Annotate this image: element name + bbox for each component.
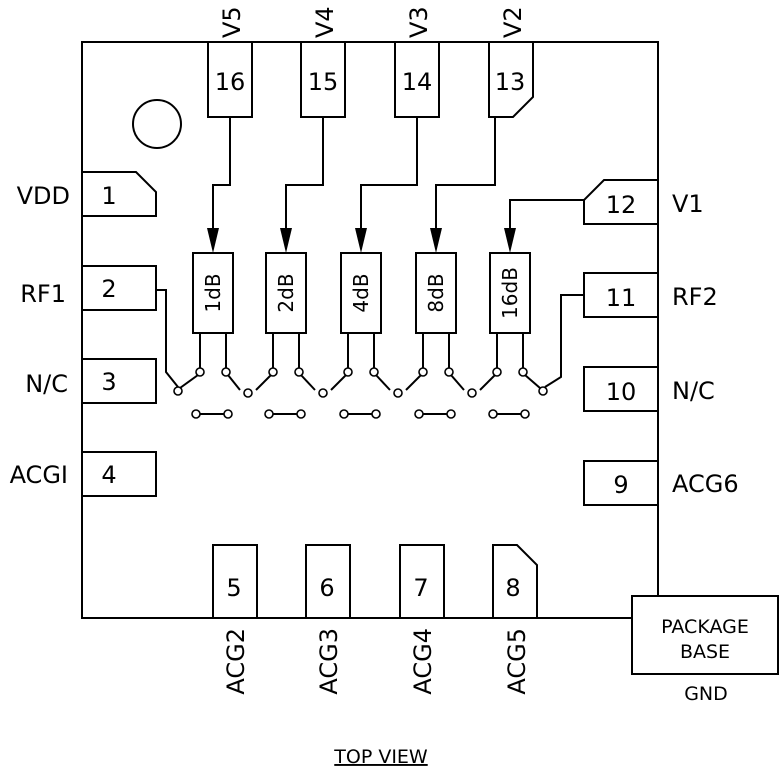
pin-label: V5	[218, 6, 246, 38]
pin-number: 10	[606, 378, 637, 406]
pin-14: 14 V3	[394, 6, 440, 118]
pin-number: 16	[215, 68, 246, 96]
pin-number: 15	[308, 68, 339, 96]
pin-label: ACGI	[10, 461, 68, 489]
attenuator-label: 16dB	[498, 267, 522, 319]
pin-number: 13	[495, 68, 526, 96]
attenuator-2db: 2dB	[265, 252, 307, 334]
pin-6: 6 ACG3	[305, 544, 351, 695]
pin-label: RF2	[672, 283, 718, 311]
pin1-index-mark	[132, 99, 182, 149]
attenuator-1db: 1dB	[192, 252, 234, 334]
pin-1: 1 VDD	[17, 171, 157, 217]
pin-number: 4	[101, 461, 116, 489]
view-title: TOP VIEW	[333, 746, 428, 768]
switch-network	[156, 289, 584, 419]
pin-5: 5 ACG2	[212, 544, 258, 695]
pin-number: 8	[505, 574, 520, 602]
attenuator-label: 8dB	[424, 273, 448, 312]
attenuator-16db: 16dB	[489, 252, 531, 334]
pin-label: V3	[405, 6, 433, 38]
pin-label: V4	[311, 6, 339, 38]
pin-13: 13 V2	[488, 6, 534, 118]
pin-label: N/C	[672, 377, 715, 405]
pin-11: 11 RF2	[583, 272, 718, 318]
pin-label: RF1	[20, 280, 66, 308]
package-body	[81, 41, 659, 619]
pin-number: 11	[606, 284, 637, 312]
pin-label: ACG6	[672, 470, 739, 498]
package-base-line2: BASE	[680, 641, 730, 663]
pin-label: ACG4	[409, 628, 437, 695]
arrow-8db	[430, 228, 442, 253]
pin-label: V1	[672, 190, 704, 218]
pin-number: 1	[101, 182, 116, 210]
pin-label: ACG2	[222, 628, 250, 695]
pin-9: 9 ACG6	[583, 460, 739, 506]
control-lines	[207, 117, 584, 253]
arrow-4db	[355, 228, 367, 253]
pin-number: 6	[319, 574, 334, 602]
pin-2: 2 RF1	[20, 265, 157, 311]
package-base-line1: PACKAGE	[661, 616, 749, 638]
pin-4: 4 ACGI	[10, 451, 157, 497]
pin-number: 5	[226, 574, 241, 602]
pin-number: 2	[101, 275, 116, 303]
pin-number: 7	[413, 574, 428, 602]
gnd-label: GND	[684, 683, 728, 705]
attenuator-label: 4dB	[349, 273, 373, 312]
pin-7: 7 ACG4	[399, 544, 445, 695]
arrow-1db	[207, 228, 219, 253]
pin-number: 9	[613, 471, 628, 499]
pin-16: 16 V5	[207, 6, 253, 118]
pin-label: N/C	[25, 370, 68, 398]
attenuator-8db: 8dB	[415, 252, 457, 334]
attenuator-4db: 4dB	[340, 252, 382, 334]
pin-15: 15 V4	[300, 6, 346, 118]
pin-label: V2	[499, 6, 527, 38]
arrow-2db	[280, 228, 292, 253]
pin-label: ACG5	[503, 628, 531, 695]
attenuator-label: 2dB	[274, 273, 298, 312]
pin-3: 3 N/C	[25, 358, 157, 404]
pin-10: 10 N/C	[583, 366, 715, 412]
attenuator-label: 1dB	[201, 273, 225, 312]
package-base: PACKAGE BASE	[631, 595, 779, 675]
pin-number: 3	[101, 368, 116, 396]
pin-label: VDD	[17, 182, 70, 210]
pin-label: ACG3	[315, 628, 343, 695]
pin-number: 12	[606, 191, 637, 219]
pin-number: 14	[402, 68, 433, 96]
arrow-16db	[504, 228, 516, 253]
pin-8: 8 ACG5	[492, 544, 538, 695]
pin-12: 12 V1	[583, 179, 704, 225]
